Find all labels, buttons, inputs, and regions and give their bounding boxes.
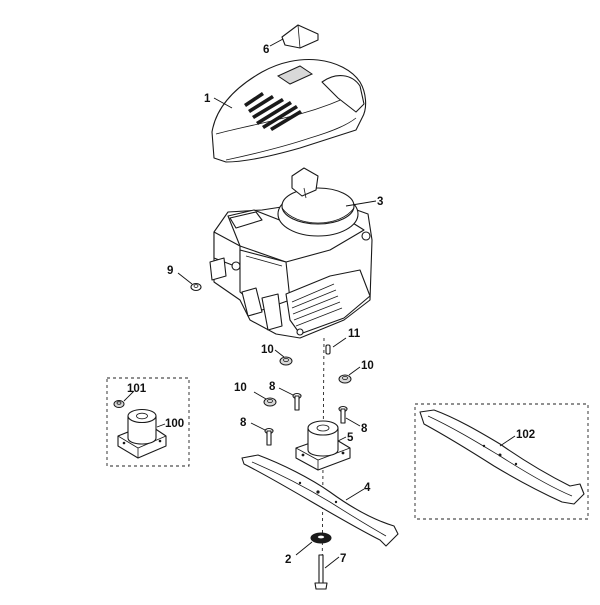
callout-spacer-lower: 10 <box>234 382 247 394</box>
cover-vent-slats <box>244 92 302 131</box>
leader-screw-right <box>345 417 361 427</box>
callout-alt-blade: 102 <box>516 429 535 441</box>
leader-screw-center <box>278 387 294 396</box>
engine-cover-part[interactable] <box>211 58 367 163</box>
kit-box-right <box>414 403 589 520</box>
pin-part[interactable] <box>325 344 331 355</box>
callout-cover: 1 <box>204 93 211 105</box>
cap-part[interactable] <box>281 24 319 49</box>
engine-part[interactable] <box>209 167 373 339</box>
callout-screw-center: 8 <box>269 381 276 393</box>
callout-blade: 4 <box>364 482 371 494</box>
blade-adapter-part[interactable] <box>295 420 351 471</box>
callout-blade-adapter: 5 <box>347 432 354 444</box>
callout-engine: 3 <box>377 196 383 208</box>
callout-kit-spacer: 101 <box>127 383 147 395</box>
callout-spacer-right: 10 <box>361 360 374 372</box>
leader-kit-spacer <box>123 390 135 402</box>
engine-fins <box>291 283 343 327</box>
leader-kit-adapter <box>156 423 166 428</box>
callout-washer: 2 <box>285 554 291 566</box>
kit-box-left <box>106 377 190 467</box>
callout-blade-bolt: 7 <box>340 553 346 565</box>
leader-cap <box>269 38 284 47</box>
leader-engine <box>345 200 377 207</box>
kit-adapter-part[interactable] <box>117 408 167 459</box>
screw-left-part[interactable] <box>264 427 274 446</box>
callout-screw-left: 8 <box>240 417 247 429</box>
screw-center-part[interactable] <box>292 392 302 411</box>
leader-pin <box>332 337 347 348</box>
blade-part[interactable] <box>241 454 399 547</box>
callout-screw-right: 8 <box>361 423 368 435</box>
washer-part[interactable] <box>310 532 332 544</box>
leader-alt-blade <box>499 435 516 447</box>
screw-right-part[interactable] <box>338 405 348 424</box>
blade-bolt-part[interactable] <box>314 554 328 590</box>
leader-blade-bolt <box>324 556 340 569</box>
leader-spacer-right <box>348 366 361 376</box>
leader-spacer-left <box>274 349 285 358</box>
kit-spacer-part[interactable] <box>113 400 125 408</box>
leader-blade-adapter <box>337 436 347 442</box>
callout-spacer-left: 10 <box>261 344 274 356</box>
callout-pin: 11 <box>348 328 361 340</box>
leader-cover <box>213 97 233 109</box>
spacer-lower-part[interactable] <box>263 397 277 407</box>
nut-part[interactable] <box>190 282 202 292</box>
callout-nut: 9 <box>167 265 173 277</box>
spacer-right-part[interactable] <box>338 374 352 384</box>
alt-blade-part[interactable] <box>419 409 585 505</box>
spacer-left-part[interactable] <box>279 356 293 366</box>
callout-cap: 6 <box>263 44 269 56</box>
leader-washer <box>295 541 313 556</box>
leader-blade <box>345 488 365 501</box>
leader-screw-left <box>250 422 266 431</box>
callout-kit-adapter: 100 <box>165 418 184 430</box>
leader-nut <box>177 272 193 285</box>
leader-spacer-lower <box>253 391 267 400</box>
